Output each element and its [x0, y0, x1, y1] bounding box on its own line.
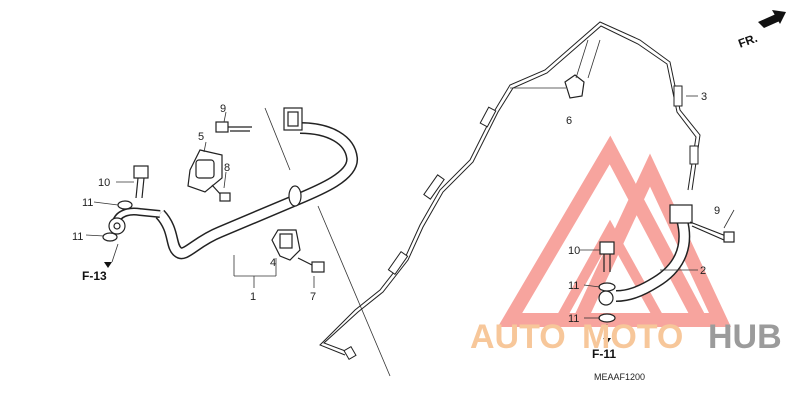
bolt-part-10-right-icon	[599, 241, 615, 272]
watermark-text-auto: AUTO	[470, 318, 566, 356]
washer-part-11-left-top-icon	[117, 200, 133, 210]
bolt-part-8-icon	[211, 184, 231, 202]
part-label-3: 3	[701, 91, 707, 103]
part-label-5: 5	[198, 131, 204, 143]
part-label-11-right-bottom: 11	[568, 313, 579, 325]
washer-part-11-left-bottom-icon	[102, 232, 118, 242]
ref-label-f13: F-13	[82, 269, 107, 283]
watermark-text-hub: HUB	[708, 318, 782, 356]
diagram-code: MEAAF1200	[594, 372, 645, 382]
part-label-10-left: 10	[98, 177, 110, 189]
part-label-11-left-bottom: 11	[72, 231, 83, 243]
watermark-text: AUTO MOTO HUB	[470, 318, 782, 356]
direction-label: FR.	[736, 31, 759, 51]
part-label-7: 7	[310, 291, 316, 303]
front-direction-arrow-icon	[758, 10, 786, 28]
washer-part-11-right-top-icon	[598, 282, 616, 292]
part-label-9-left: 9	[220, 103, 226, 115]
bolt-part-10-left-icon	[133, 165, 149, 199]
part-label-4: 4	[270, 257, 276, 269]
part-label-11-right-top: 11	[568, 280, 579, 292]
part-label-8: 8	[224, 162, 230, 174]
part-label-11-left-top: 11	[82, 197, 93, 209]
brake-pipe-part-6	[319, 21, 701, 361]
clamp-part-5-icon	[187, 149, 223, 193]
watermark-text-moto: MOTO	[582, 318, 683, 356]
ref-arrow-f11-icon	[603, 338, 611, 344]
clip-part-6-icon	[564, 74, 585, 99]
part-label-9-right: 9	[714, 205, 720, 217]
part-label-10-right: 10	[568, 245, 580, 257]
left-hose-assembly	[108, 107, 358, 260]
bolt-part-9-right-icon	[689, 221, 735, 243]
part-label-6: 6	[566, 115, 572, 127]
right-hose-assembly	[598, 204, 693, 306]
bolt-part-7-icon	[297, 257, 325, 273]
ref-label-f11: F-11	[592, 347, 616, 361]
bolt-part-9-left-icon	[215, 121, 252, 133]
bracket-part-4-icon	[271, 229, 301, 261]
leader-lines	[85, 39, 735, 377]
part-label-2: 2	[700, 265, 706, 277]
ref-arrow-f13-icon	[104, 262, 112, 268]
part-label-1: 1	[250, 291, 256, 303]
